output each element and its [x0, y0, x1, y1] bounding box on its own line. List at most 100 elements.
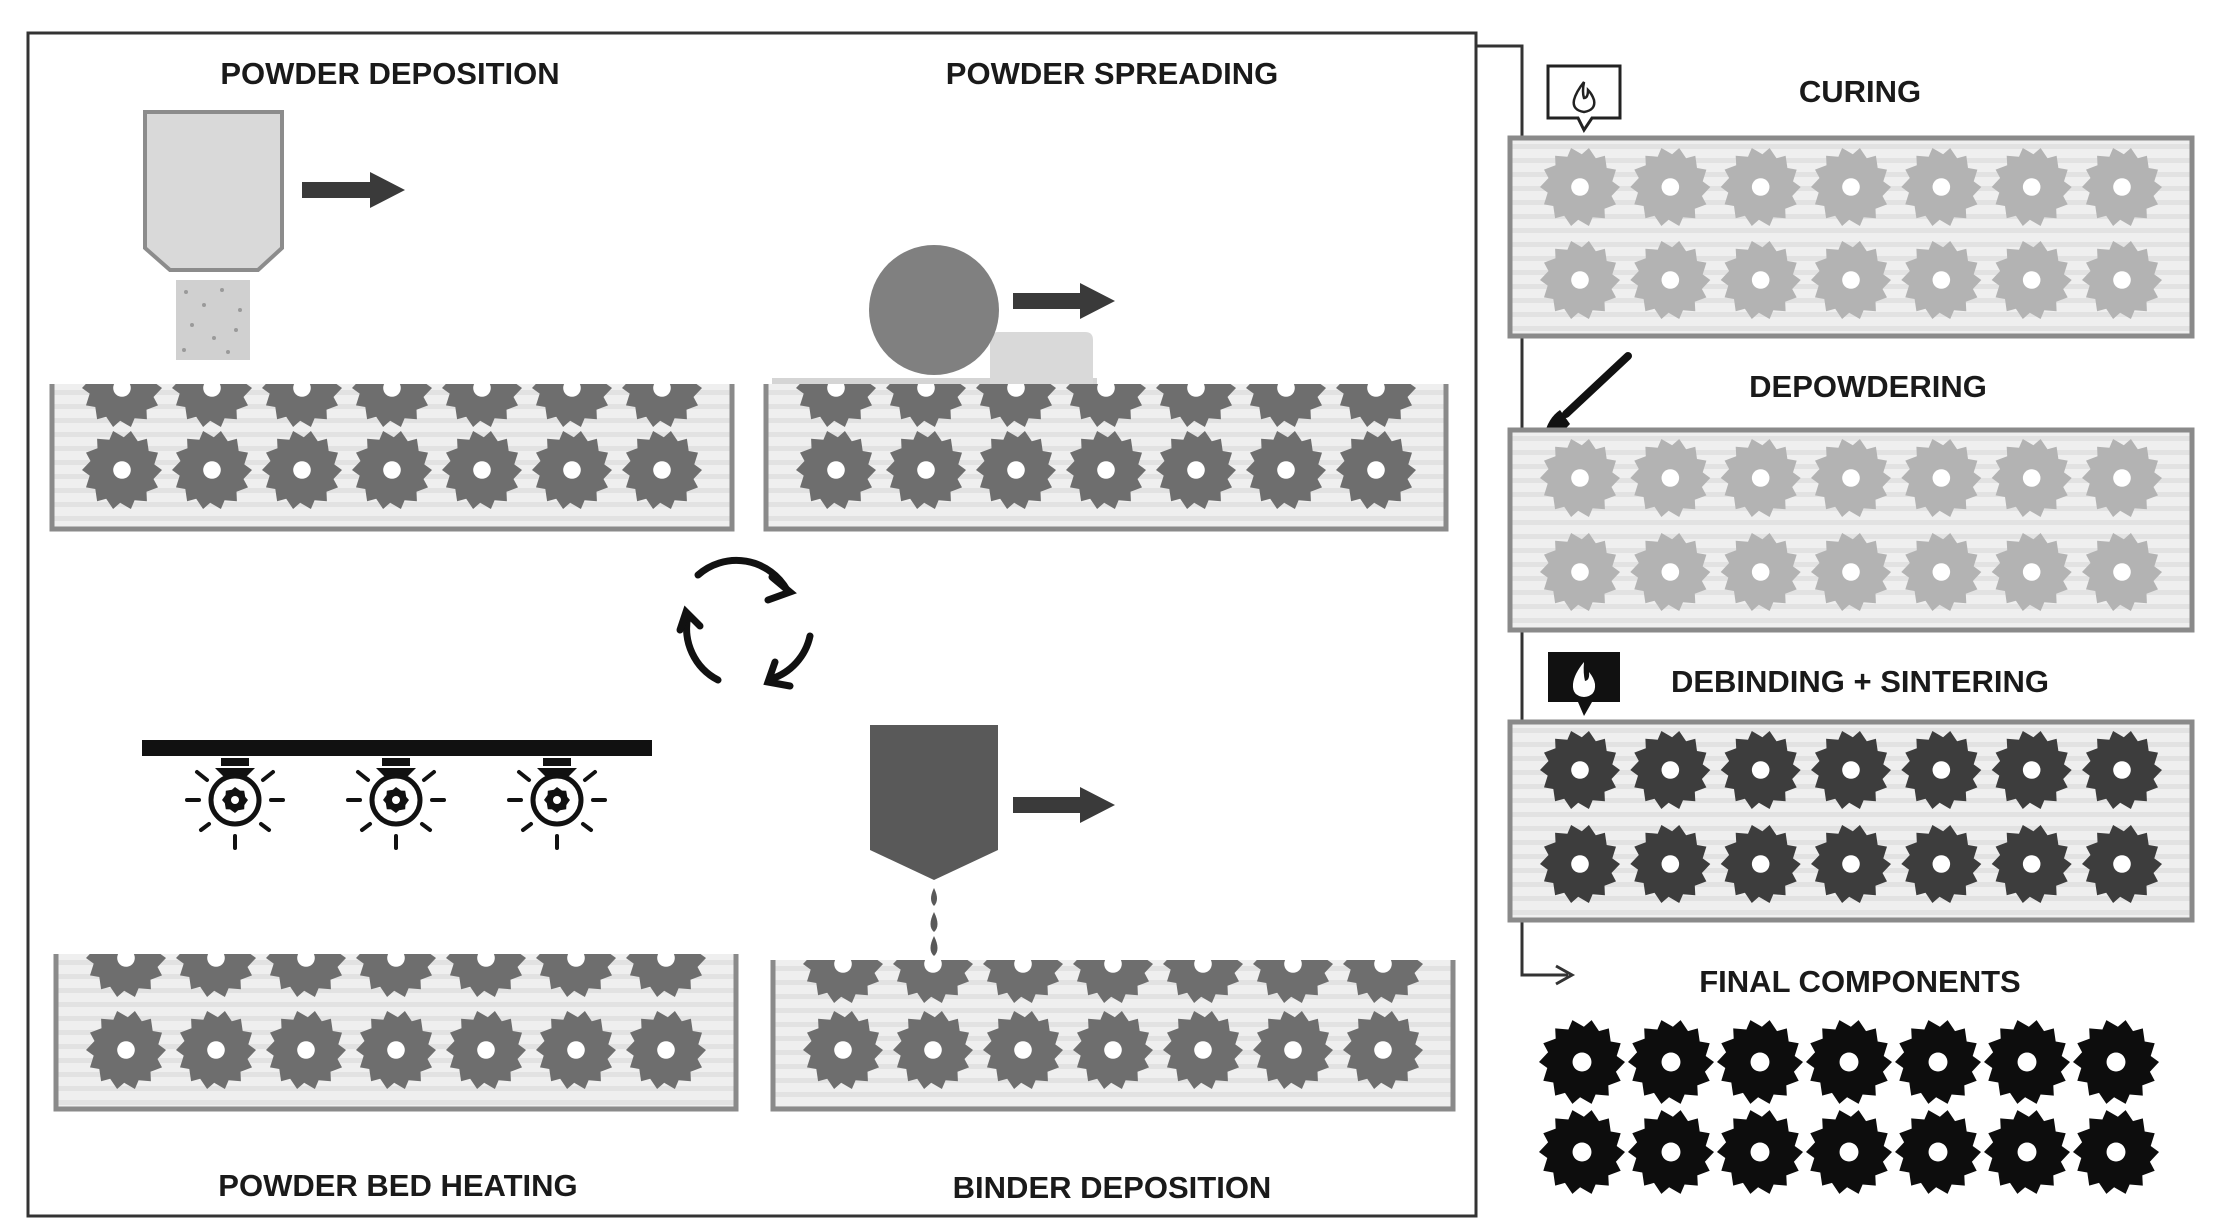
gear-icon — [1811, 439, 1891, 517]
step-label-powder-spreading: POWDER SPREADING — [946, 56, 1278, 91]
gear-icon — [352, 431, 432, 509]
gear-icon — [622, 384, 702, 427]
gear-icon — [1806, 1020, 1892, 1104]
gear-icon — [266, 954, 346, 997]
gear-icon — [1901, 731, 1982, 809]
gear-icon — [442, 431, 522, 509]
gear-icon — [1628, 1020, 1714, 1104]
gear-icon — [886, 384, 966, 427]
gear-icon — [1073, 960, 1153, 1003]
gear-icon — [1540, 825, 1620, 903]
gear-icon — [2073, 1020, 2159, 1104]
gear-icon — [893, 960, 973, 1003]
gear-icon — [1630, 533, 1711, 611]
gear-icon — [1336, 384, 1416, 427]
gear-icon — [352, 384, 432, 427]
gear-icon — [796, 431, 876, 509]
gear-icon — [1901, 241, 1982, 319]
gear-icon — [176, 1011, 256, 1089]
gear-icon — [1343, 1011, 1423, 1089]
gear-icon — [2073, 1110, 2159, 1194]
gear-icon — [1540, 731, 1620, 809]
gear-icon — [2082, 439, 2162, 517]
gear-icon — [1717, 1020, 1803, 1104]
gear-icon — [1630, 439, 1711, 517]
gear-icon — [1630, 825, 1711, 903]
gear-icon — [1343, 960, 1423, 1003]
gear-icon — [626, 954, 706, 997]
gear-icon — [1720, 533, 1801, 611]
heating-lamp-icon — [185, 758, 285, 850]
powder-bed-binder — [770, 960, 1456, 1112]
gear-icon — [1720, 825, 1801, 903]
gear-icon — [1156, 431, 1236, 509]
spread-powder-layer — [772, 378, 1097, 386]
gear-icon — [1720, 148, 1801, 226]
heating-lamps — [185, 758, 607, 850]
step-label-powder-deposition: POWDER DEPOSITION — [220, 56, 559, 91]
gear-icon — [1540, 148, 1620, 226]
gear-icon — [983, 960, 1063, 1003]
cycle-arrows-icon — [676, 556, 814, 690]
gear-icon — [1163, 1011, 1243, 1089]
gear-icon — [1540, 241, 1620, 319]
gear-icon — [976, 384, 1056, 427]
heating-lamp-icon — [507, 758, 607, 850]
gear-icon — [1717, 1110, 1803, 1194]
gear-icon — [803, 1011, 883, 1089]
connector-arrowhead — [1555, 964, 1576, 986]
gear-icon — [1540, 439, 1620, 517]
gear-icon — [266, 1011, 346, 1089]
move-right-arrow-icon — [1013, 787, 1115, 823]
gear-icon — [2082, 148, 2162, 226]
gear-icon — [1811, 533, 1891, 611]
curing-bed — [1507, 135, 2195, 339]
gear-icon — [356, 954, 436, 997]
falling-powder — [176, 280, 250, 360]
gear-icon — [1073, 1011, 1153, 1089]
gear-icon — [82, 384, 162, 427]
gear-icon — [1336, 431, 1416, 509]
gear-icon — [536, 954, 616, 997]
stage-label-curing: CURING — [1799, 74, 1921, 109]
gear-icon — [1811, 241, 1891, 319]
gear-icon — [1246, 384, 1326, 427]
depowdering-brush-icon — [1544, 352, 1632, 436]
heating-lamp-icon — [346, 758, 446, 850]
gear-icon — [1720, 439, 1801, 517]
sintering-bed — [1507, 719, 2195, 923]
gear-icon — [1246, 431, 1326, 509]
gear-icon — [172, 431, 252, 509]
move-right-arrow-icon — [302, 172, 405, 208]
binder-printhead-icon — [870, 725, 998, 956]
gear-icon — [1628, 1110, 1714, 1194]
gear-icon — [2082, 825, 2162, 903]
gear-icon — [1066, 431, 1146, 509]
final-components-gears — [1539, 1020, 2159, 1194]
gear-icon — [1984, 1020, 2070, 1104]
gear-icon — [1630, 241, 1711, 319]
gear-icon — [86, 954, 166, 997]
gear-icon — [976, 431, 1056, 509]
gear-icon — [2082, 241, 2162, 319]
gear-icon — [1720, 241, 1801, 319]
gear-icon — [1901, 533, 1982, 611]
gear-icon — [1895, 1020, 1981, 1104]
gear-icon — [1066, 384, 1146, 427]
stage-label-debinding-sintering: DEBINDING + SINTERING — [1671, 664, 2049, 699]
gear-icon — [262, 431, 342, 509]
gear-icon — [86, 1011, 166, 1089]
gear-icon — [1253, 960, 1333, 1003]
gear-icon — [2082, 731, 2162, 809]
gear-icon — [1984, 1110, 2070, 1194]
powder-heap — [990, 332, 1093, 384]
powder-hopper-icon — [143, 110, 284, 360]
gear-icon — [2082, 533, 2162, 611]
roller-icon — [869, 245, 999, 375]
gear-icon — [1163, 960, 1243, 1003]
powder-bed-deposition — [49, 384, 735, 532]
stage-label-depowdering: DEPOWDERING — [1749, 369, 1987, 404]
gear-icon — [1901, 825, 1982, 903]
sintering-flame-filled-icon — [1548, 652, 1620, 716]
gear-icon — [983, 1011, 1063, 1089]
